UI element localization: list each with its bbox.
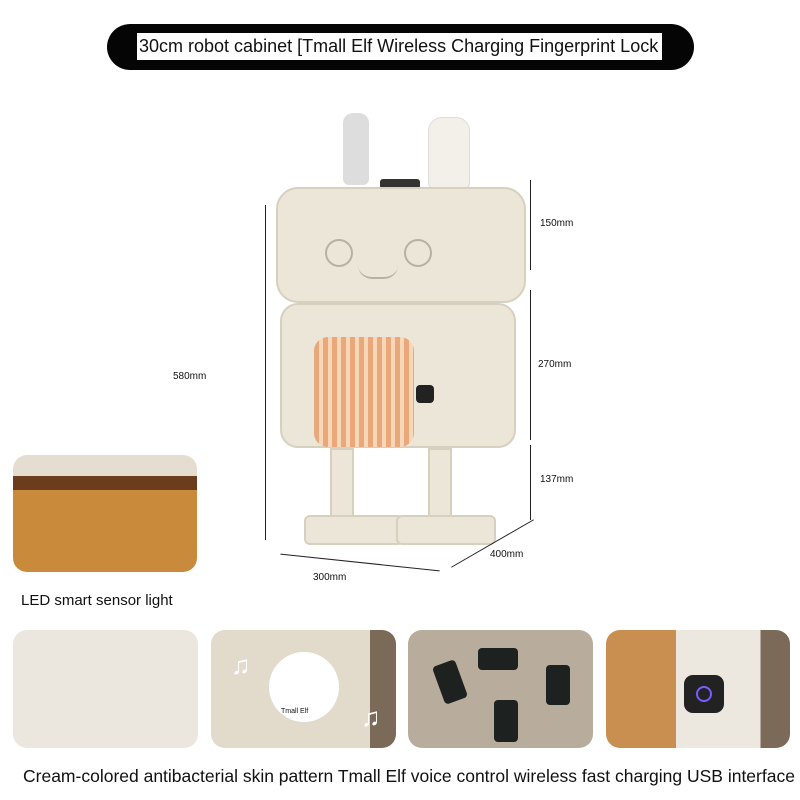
- smile: [358, 265, 398, 279]
- bunny-figurine: [343, 113, 369, 185]
- led-light-photo: [13, 455, 197, 572]
- music-note-icon: ♫: [231, 650, 251, 680]
- eye-left: [325, 239, 353, 267]
- foot-left: [304, 515, 404, 545]
- phone-charging: [431, 659, 469, 705]
- leg-height-line: [530, 445, 531, 520]
- led-caption: LED smart sensor light: [21, 592, 173, 609]
- tmall-elf-photo: Tmall Elf ♫ ♫: [211, 630, 396, 748]
- fingerprint-ring-icon: [696, 686, 712, 702]
- total-height-line: [265, 205, 266, 540]
- leg-height-label: 137mm: [540, 474, 574, 485]
- usb-fingerprint-photo: [606, 630, 790, 748]
- middle-height-label: 270mm: [538, 359, 572, 370]
- wireless-charging-photo: [408, 630, 593, 748]
- phone-on-top: [380, 179, 420, 189]
- robot-cabinet-illustration: [270, 105, 530, 565]
- eye-right: [404, 239, 432, 267]
- tmall-elf-label: Tmall Elf: [281, 708, 309, 715]
- music-note-icon: ♫: [361, 702, 381, 732]
- total-height-label: 580mm: [173, 371, 207, 382]
- depth-label: 400mm: [490, 549, 524, 560]
- fingerprint-sensor: [684, 675, 724, 713]
- tmall-elf-speaker: [269, 652, 339, 722]
- phone-charging: [546, 665, 570, 705]
- skin-texture-photo: [13, 630, 198, 748]
- top-height-label: 150mm: [540, 218, 574, 229]
- phone-charging: [494, 700, 518, 742]
- phone-charging: [478, 648, 518, 670]
- middle-height-line: [530, 290, 531, 440]
- fingerprint-lock: [416, 385, 434, 403]
- features-caption: Cream-colored antibacterial skin pattern…: [23, 766, 795, 786]
- glass-door: [314, 337, 414, 447]
- leg-right: [428, 448, 452, 523]
- product-title: 30cm robot cabinet [Tmall Elf Wireless C…: [137, 33, 662, 60]
- vase: [428, 117, 470, 189]
- leg-left: [330, 448, 354, 523]
- width-label: 300mm: [313, 572, 347, 583]
- foot-right: [396, 515, 496, 545]
- top-height-line: [530, 180, 531, 270]
- robot-head-drawer: [276, 187, 526, 303]
